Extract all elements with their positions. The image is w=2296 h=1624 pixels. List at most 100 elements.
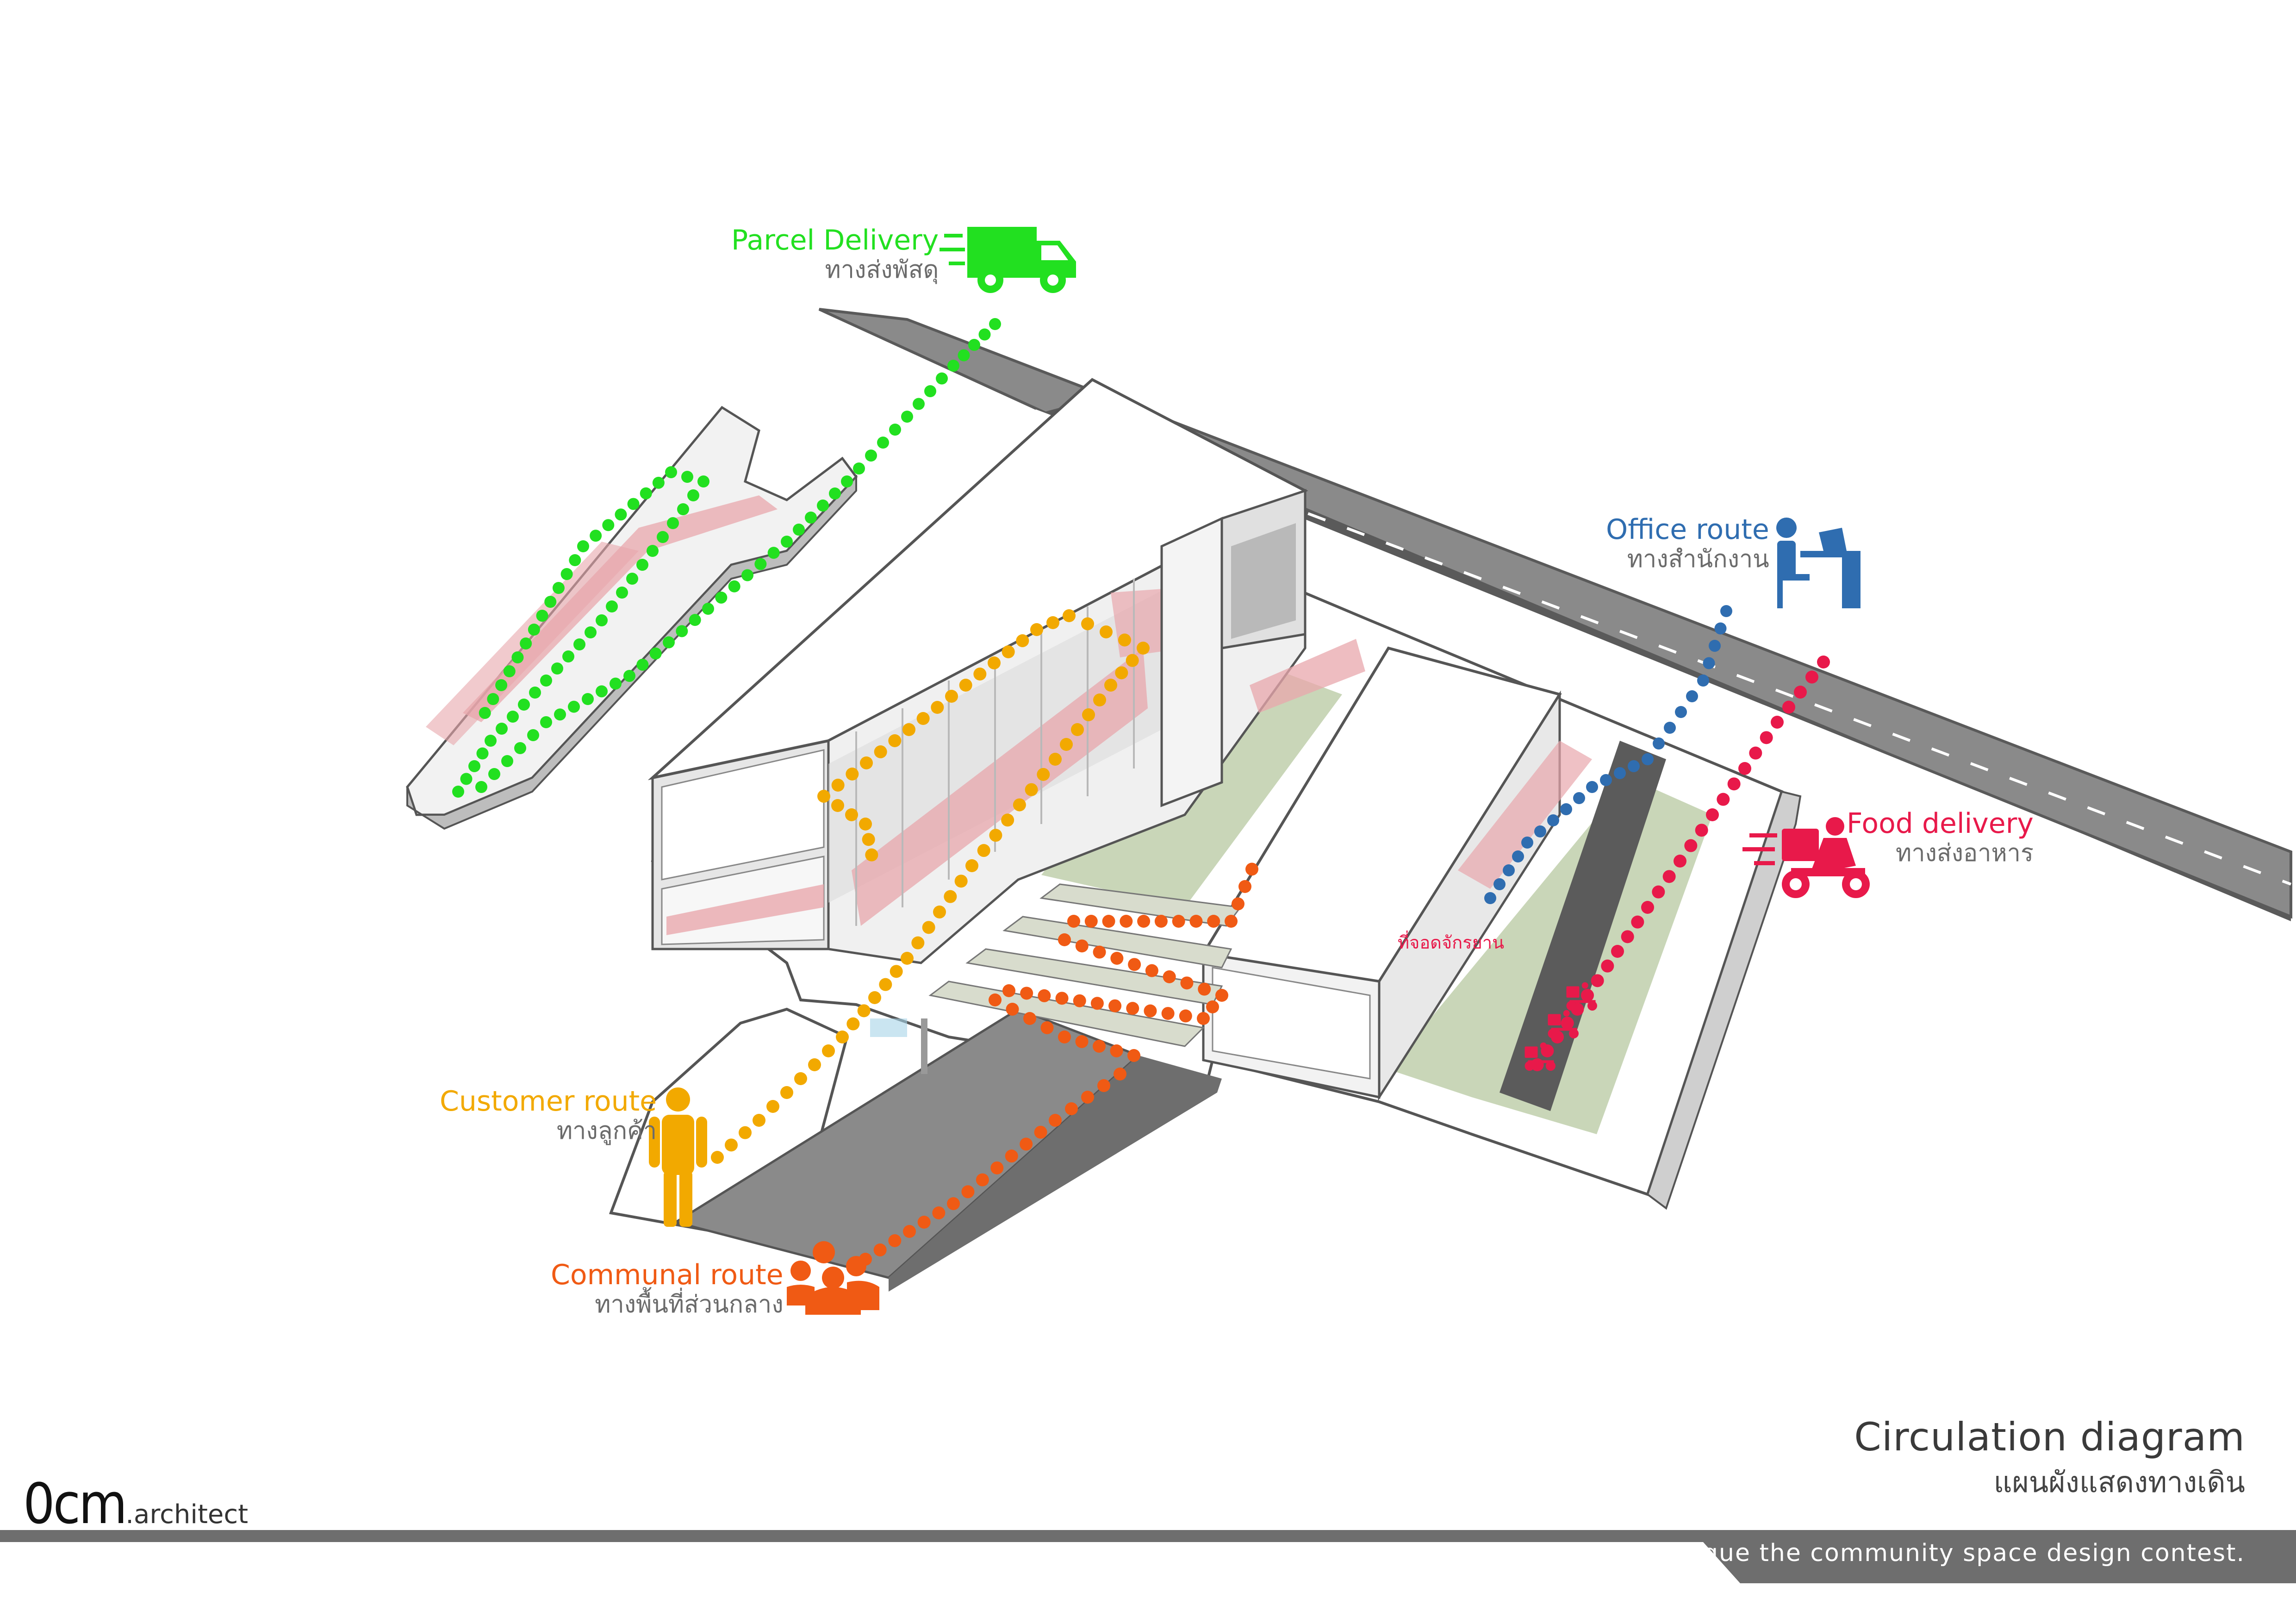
- office-route-en: Office route: [1606, 513, 1769, 546]
- route-dot: [1002, 645, 1015, 658]
- route-dot: [865, 450, 877, 462]
- route-dot: [647, 545, 659, 557]
- route-dot: [687, 489, 699, 501]
- route-dot: [1128, 958, 1141, 971]
- route-dot: [817, 790, 830, 803]
- route-dot: [1738, 762, 1751, 775]
- route-dot: [649, 647, 662, 660]
- route-dot: [947, 360, 959, 372]
- route-dot: [846, 768, 859, 781]
- route-dot: [1071, 723, 1084, 736]
- route-dot: [1503, 864, 1515, 876]
- route-dot: [877, 437, 889, 449]
- route-dot: [1002, 984, 1015, 997]
- route-dot: [1037, 768, 1050, 781]
- route-dot: [540, 675, 552, 687]
- route-dot: [917, 1216, 931, 1229]
- route-dot: [932, 1206, 946, 1219]
- route-dot: [879, 978, 892, 991]
- route-dot: [616, 587, 628, 599]
- route-dot: [1179, 1009, 1192, 1023]
- route-dot: [1118, 633, 1131, 647]
- route-dot: [460, 773, 473, 785]
- route-dot: [845, 808, 858, 821]
- route-dot: [1058, 933, 1071, 946]
- route-dot: [1561, 1017, 1574, 1030]
- route-dot: [1512, 850, 1524, 862]
- route-dot: [1717, 793, 1730, 806]
- food-route-th: ทางส่งอาหาร: [1896, 839, 2034, 867]
- route-dot: [544, 596, 557, 608]
- route-dot: [582, 693, 594, 705]
- route-dot: [1172, 915, 1185, 928]
- route-dot: [1145, 964, 1158, 977]
- route-dot: [1180, 976, 1194, 990]
- customer-route-label: Customer route ทางลูกค้า: [440, 1086, 657, 1145]
- route-dot: [1114, 1068, 1126, 1081]
- route-dot: [1631, 915, 1644, 929]
- route-dot: [715, 591, 728, 604]
- route-dot: [1573, 792, 1585, 804]
- route-dot: [1006, 1003, 1019, 1016]
- route-dot: [677, 503, 689, 515]
- route-dot: [1110, 952, 1124, 965]
- route-dot: [1049, 1114, 1062, 1127]
- food-route-en: Food delivery: [1847, 807, 2034, 840]
- food-route-label: Food delivery ทางส่งอาหาร: [1847, 808, 2034, 868]
- route-dot: [831, 779, 845, 792]
- route-dot: [903, 1225, 916, 1238]
- customer-route: [711, 609, 1150, 1164]
- route-dot: [1628, 760, 1640, 772]
- route-dot: [511, 651, 524, 663]
- route-dot: [916, 712, 930, 725]
- route-dot: [501, 755, 513, 767]
- route-dot: [901, 952, 914, 965]
- route-dot: [1662, 870, 1676, 883]
- route-dot: [496, 723, 508, 735]
- route-dot: [846, 1017, 860, 1031]
- route-dot: [1075, 939, 1089, 953]
- route-dot: [520, 637, 532, 650]
- route-dot: [1621, 930, 1634, 943]
- second-building: [1201, 639, 1592, 1101]
- route-dot: [636, 658, 649, 671]
- office-route-th: ทางสำนักงาน: [1627, 545, 1769, 573]
- route-dot: [1521, 837, 1533, 849]
- route-dot: [936, 372, 948, 385]
- route-dot: [1025, 783, 1038, 796]
- route-dot: [1794, 686, 1807, 699]
- route-dot: [841, 475, 853, 487]
- route-dot: [1697, 675, 1709, 687]
- route-dot: [817, 500, 829, 512]
- route-dot: [1065, 1102, 1078, 1115]
- person-icon: [649, 1087, 707, 1227]
- route-dot: [931, 701, 944, 714]
- route-dot: [1093, 945, 1106, 959]
- route-dot: [958, 349, 970, 362]
- page-title: Circulation diagram แผนผังแสดงทางเดิน: [1854, 1414, 2245, 1505]
- route-dot: [1082, 708, 1095, 721]
- route-dot: [1641, 901, 1654, 914]
- route-dot: [1686, 690, 1698, 702]
- route-dot: [1586, 781, 1598, 793]
- delivery-truck-icon: [940, 227, 1076, 293]
- route-dot: [652, 476, 665, 489]
- route-dot: [479, 707, 491, 719]
- route-dot: [1013, 798, 1026, 812]
- communal-route-label: Communal route ทางพื้นที่ส่วนกลาง: [551, 1259, 784, 1319]
- route-dot: [590, 530, 602, 542]
- route-dot: [781, 536, 793, 548]
- route-dot: [989, 318, 1001, 330]
- route-dot: [1016, 634, 1029, 647]
- route-dot: [947, 1197, 960, 1210]
- route-dot: [990, 1161, 1004, 1174]
- route-dot: [529, 687, 541, 699]
- facade-slats: [855, 579, 1135, 926]
- route-dot: [933, 906, 946, 918]
- route-dot: [766, 1100, 779, 1113]
- route-dot: [911, 936, 925, 949]
- route-dot: [615, 508, 627, 521]
- route-dot: [1652, 885, 1665, 899]
- route-dot: [602, 519, 615, 531]
